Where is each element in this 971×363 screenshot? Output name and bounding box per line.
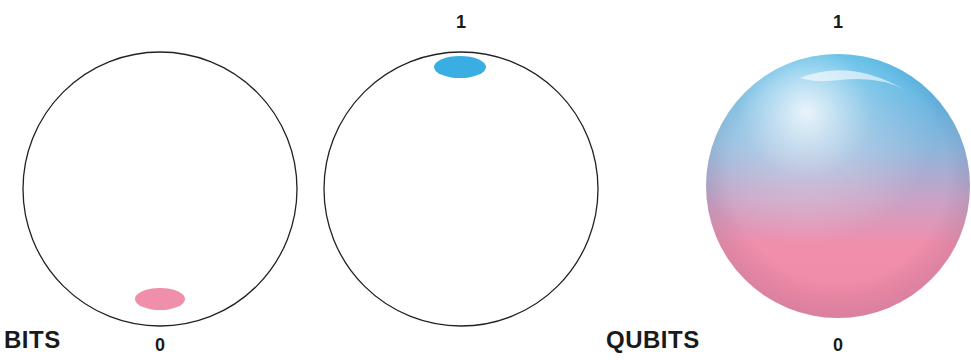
qubit-highlight [800, 70, 905, 90]
one-state-dot [434, 56, 486, 78]
panel-title: QUBITS [606, 328, 700, 352]
qubit-shine [706, 54, 970, 318]
state-number: 1 [833, 13, 843, 31]
state-number: 0 [833, 336, 843, 354]
bit-circle [324, 52, 598, 326]
zero-state-dot [135, 288, 185, 310]
panel-title: BITS [4, 328, 61, 352]
qubit-sphere [706, 54, 970, 318]
state-number: 0 [155, 336, 165, 354]
bit-circle [23, 52, 297, 326]
state-number: 1 [456, 13, 466, 31]
qubit-shade [706, 54, 970, 318]
